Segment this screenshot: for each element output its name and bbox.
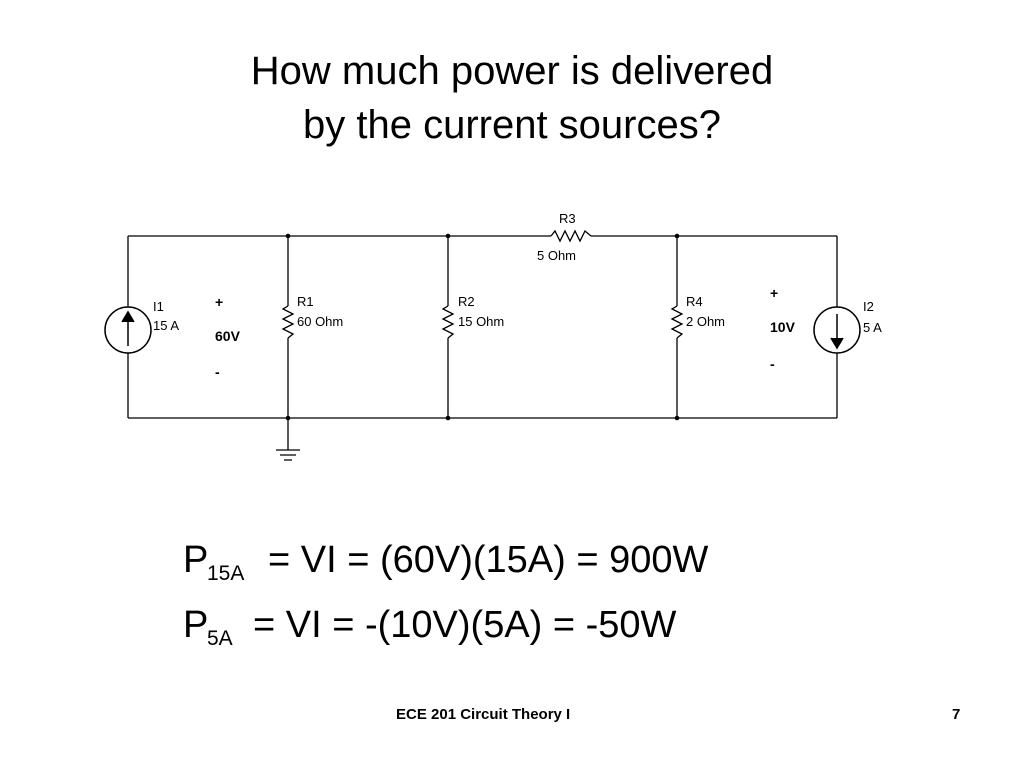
v-left-plus: + [215, 294, 223, 310]
current-source-i1 [104, 306, 152, 354]
v-right-minus: - [770, 356, 775, 372]
resistor-r1-symbol [281, 305, 295, 339]
r3-value: 5 Ohm [537, 248, 576, 263]
v-left-value: 60V [215, 328, 241, 344]
ground-symbol [276, 418, 300, 461]
i1-name: I1 [153, 299, 164, 314]
slide-title: How much power is delivered by the curre… [0, 44, 1024, 152]
eq2-symbol: P [183, 604, 209, 646]
eq2-rhs: = VI = -(10V)(5A) = -50W [253, 604, 677, 646]
current-source-i2 [813, 306, 861, 354]
r1-name: R1 [297, 294, 314, 309]
eq1-rhs: = VI = (60V)(15A) = 900W [268, 539, 709, 581]
eq1-symbol: P [183, 539, 209, 581]
footer-course: ECE 201 Circuit Theory I [396, 706, 571, 723]
eq2-subscript: 5A [207, 627, 233, 650]
eq1-subscript: 15A [207, 562, 245, 585]
v-right-value: 10V [770, 319, 796, 335]
r2-name: R2 [458, 294, 475, 309]
r2-value: 15 Ohm [458, 314, 504, 329]
r4-value: 2 Ohm [686, 314, 725, 329]
i2-value: 5 A [863, 320, 882, 335]
junction-dots [285, 233, 680, 421]
title-line-2: by the current sources? [303, 103, 721, 147]
r4-name: R4 [686, 294, 703, 309]
resistor-r2-symbol [441, 305, 455, 339]
title-line-1: How much power is delivered [250, 49, 774, 93]
resistor-r4-symbol [670, 305, 684, 339]
page-number: 7 [952, 706, 961, 723]
i1-value: 15 A [153, 318, 179, 333]
circuit-diagram: I1 15 A I2 5 A R1 60 Ohm R2 15 Ohm R3 5 … [104, 211, 882, 461]
i2-name: I2 [863, 299, 874, 314]
v-right-plus: + [770, 285, 778, 301]
r3-name: R3 [559, 211, 576, 226]
r1-value: 60 Ohm [297, 314, 343, 329]
v-left-minus: - [215, 364, 220, 380]
resistor-r3-symbol [550, 229, 592, 243]
